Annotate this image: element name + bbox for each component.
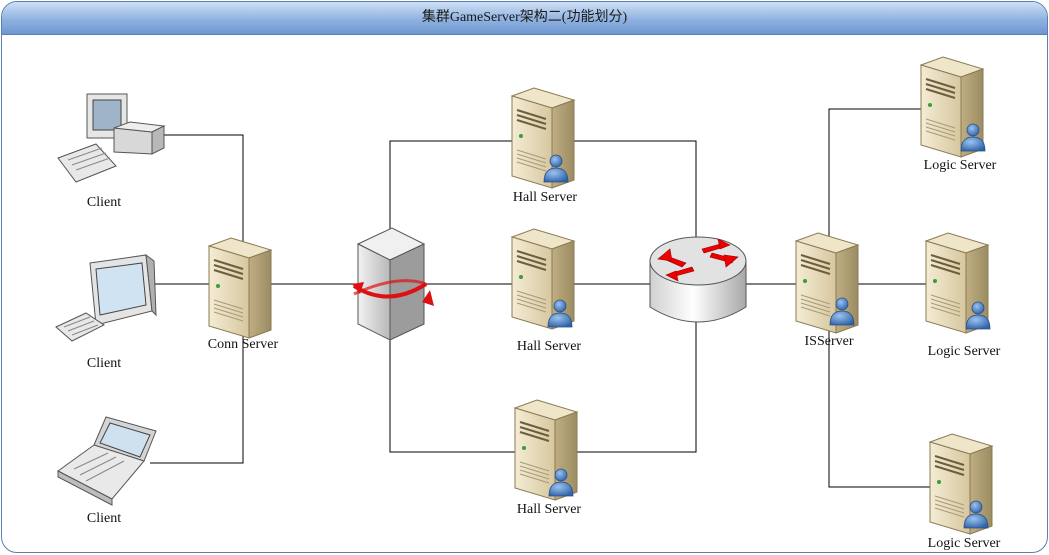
- router-icon: [649, 236, 747, 323]
- client-bottom-label: Client: [86, 511, 122, 526]
- hall-server-bottom-icon: [514, 399, 578, 501]
- logic-server-top-label: Logic Server: [923, 158, 997, 173]
- hall-server-mid-icon: [511, 228, 575, 330]
- conn-server-icon: [208, 237, 272, 339]
- title-bar: 集群GameServer架构二(功能划分): [2, 2, 1047, 35]
- client-top-label: Client: [86, 195, 122, 210]
- is-server-label: ISServer: [804, 334, 854, 349]
- client-monitor-icon: [55, 253, 157, 342]
- client-laptop-icon: [57, 416, 157, 506]
- client-desktop-icon: [57, 93, 166, 183]
- hall-server-top-icon: [511, 87, 575, 189]
- diagram-title: 集群GameServer架构二(功能划分): [421, 10, 628, 25]
- hall-server-bottom-label: Hall Server: [516, 502, 582, 517]
- logic-server-mid-label: Logic Server: [927, 344, 1001, 359]
- hall-server-mid-label: Hall Server: [516, 339, 582, 354]
- logic-server-top-icon: [920, 56, 986, 158]
- hall-server-top-label: Hall Server: [512, 190, 578, 205]
- conn-server-label: Conn Server: [207, 337, 279, 352]
- logic-server-bottom-icon: [929, 433, 993, 535]
- logic-server-mid-icon: [925, 232, 991, 334]
- is-server-icon: [795, 232, 859, 334]
- client-mid-label: Client: [86, 356, 122, 371]
- logic-server-bottom-label: Logic Server: [927, 536, 1001, 551]
- load-balancer-icon: [352, 227, 434, 341]
